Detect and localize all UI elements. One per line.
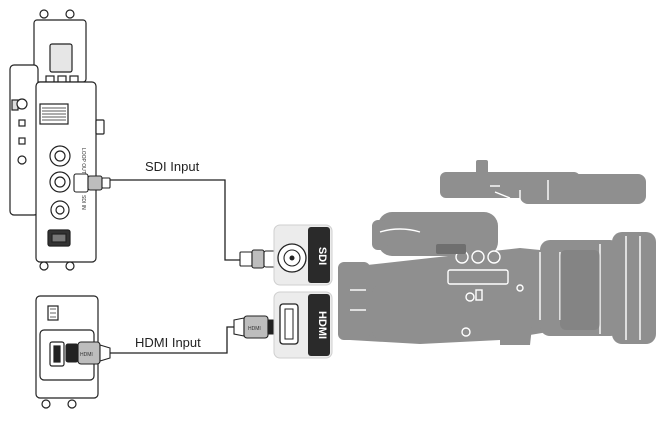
hdmi-port-label: HDMI [316, 311, 328, 339]
sdi-port-label: SDI [316, 247, 328, 265]
hdmi-cable [110, 326, 234, 354]
status-display [49, 43, 73, 73]
camcorder-silhouette [338, 160, 656, 345]
sdi-input-label: SDI Input [145, 159, 200, 174]
sdi-cable [110, 179, 240, 261]
sdi-in-label: SDI IN [80, 195, 86, 210]
hdmi-plug-device [65, 341, 111, 365]
hdmi-input-label: HDMI Input [135, 335, 201, 350]
hdmi-plug-text-device: HDMI [80, 352, 93, 358]
camcorder-details [350, 180, 641, 340]
camcorder-dark-parts [436, 244, 600, 330]
sdi-plug-transmitter [73, 173, 111, 193]
loop-out-label: LOOP OUT [80, 148, 86, 174]
hdmi-plug-text-camera: HDMI [248, 326, 261, 332]
sdi-plug-camera [239, 249, 277, 269]
camera-port-panel [273, 224, 333, 359]
sdi-transmitter-device [9, 9, 105, 271]
